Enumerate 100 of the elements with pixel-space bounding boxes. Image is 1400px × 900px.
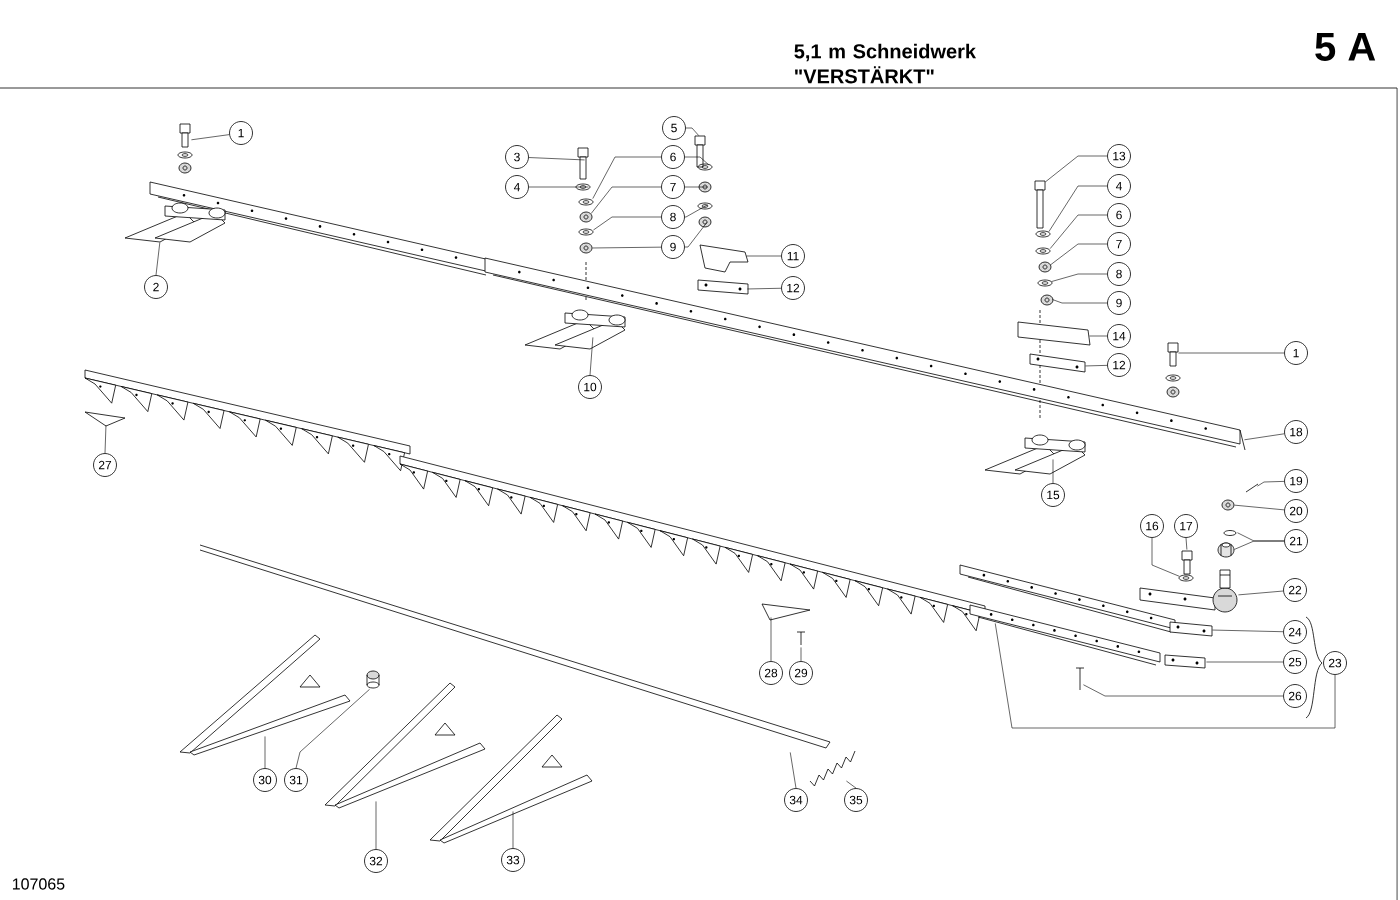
leader-line [1151, 537, 1180, 577]
callout-number: 31 [284, 768, 308, 792]
plate [1164, 654, 1206, 669]
nut [579, 242, 593, 254]
callout-number: 1 [1284, 341, 1308, 365]
page-number: 5 A [1315, 33, 1376, 61]
leader-line [590, 186, 662, 214]
leader-line [1244, 433, 1285, 441]
washer [697, 202, 713, 210]
leader-line [846, 780, 857, 789]
callout-number: 2 [144, 275, 168, 299]
callout-number: 4 [505, 175, 529, 199]
callout-number: 14 [1107, 324, 1131, 348]
leader-line [1185, 537, 1188, 550]
callout-number: 15 [1041, 483, 1065, 507]
knife-section [84, 411, 126, 427]
callout-number: 32 [364, 849, 388, 873]
leader-line [592, 246, 662, 249]
callout-number: 26 [1283, 684, 1307, 708]
leader-line [1045, 155, 1108, 183]
callout-number: 30 [253, 768, 277, 792]
ball-joint [1139, 569, 1238, 613]
leader-line [264, 736, 266, 769]
callout-number: 19 [1284, 469, 1308, 493]
leader-line [104, 425, 107, 454]
callout-number: 8 [1107, 262, 1131, 286]
bolt [694, 135, 706, 168]
nut [698, 216, 712, 228]
callout-number: 6 [661, 145, 685, 169]
callout-number: 9 [661, 235, 685, 259]
leader-line [1083, 684, 1284, 697]
guard [524, 309, 626, 350]
nut [1221, 499, 1235, 511]
plate [1017, 321, 1091, 346]
plate [699, 244, 749, 273]
leader-line [592, 156, 662, 199]
leader-line [1234, 540, 1285, 550]
leader-line [1049, 214, 1108, 249]
leader-line [593, 216, 662, 231]
leader-line [789, 752, 797, 789]
callout-number: 7 [1107, 232, 1131, 256]
callout-number: 9 [1107, 291, 1131, 315]
leader-line [1050, 243, 1108, 266]
bolt [1181, 550, 1193, 575]
leader-line [684, 186, 708, 188]
finger [324, 682, 486, 809]
leader-line [770, 617, 772, 662]
pin [1245, 483, 1259, 493]
plate [697, 279, 749, 295]
leader-line [747, 287, 782, 290]
leader-line [1048, 185, 1108, 232]
callout-number: 11 [781, 244, 805, 268]
title: 5,1 m Schneidwerk "VERSTÄRKT" [794, 43, 977, 84]
bolt [179, 123, 191, 148]
spring [809, 750, 856, 787]
leader-line [512, 811, 514, 849]
bushing [1217, 542, 1235, 558]
callout-number: 23 [1323, 651, 1347, 675]
leader-line [528, 186, 589, 188]
washer [1037, 279, 1053, 287]
washer [578, 228, 594, 236]
washer [575, 183, 591, 191]
callout-number: 22 [1283, 578, 1307, 602]
leader-line [1178, 352, 1285, 354]
callout-number: 35 [844, 788, 868, 812]
callout-number: 12 [781, 276, 805, 300]
callout-number: 5 [662, 116, 686, 140]
callout-number: 34 [784, 788, 808, 812]
callout-number: 24 [1283, 620, 1307, 644]
drawing-number: 107065 [12, 878, 65, 890]
leader-line [684, 204, 708, 218]
callout-number: 10 [578, 375, 602, 399]
callout-number: 18 [1284, 420, 1308, 444]
knife-back [969, 604, 1161, 666]
washer [578, 198, 594, 206]
callout-number: 12 [1107, 353, 1131, 377]
ring [1223, 530, 1237, 536]
bolt [577, 147, 589, 180]
leader-line [800, 647, 802, 662]
washer [1035, 247, 1051, 255]
leader-line [685, 127, 700, 136]
plate [1169, 621, 1213, 637]
leader-line [155, 242, 161, 276]
callout-number: 33 [501, 848, 525, 872]
nut [579, 211, 593, 223]
leader-line [684, 222, 708, 248]
nut [1040, 294, 1054, 306]
leader-line [1206, 661, 1284, 663]
guard [124, 202, 226, 243]
leader-line [375, 801, 377, 850]
washer [697, 163, 713, 171]
callout-number: 13 [1107, 144, 1131, 168]
washer [1035, 230, 1051, 238]
callout-number: 1 [229, 121, 253, 145]
leader-line [295, 688, 370, 769]
nut [1038, 261, 1052, 273]
callout-number: 27 [93, 453, 117, 477]
callout-number: 16 [1140, 514, 1164, 538]
callout-number: 20 [1284, 499, 1308, 523]
callout-number: 8 [661, 205, 685, 229]
